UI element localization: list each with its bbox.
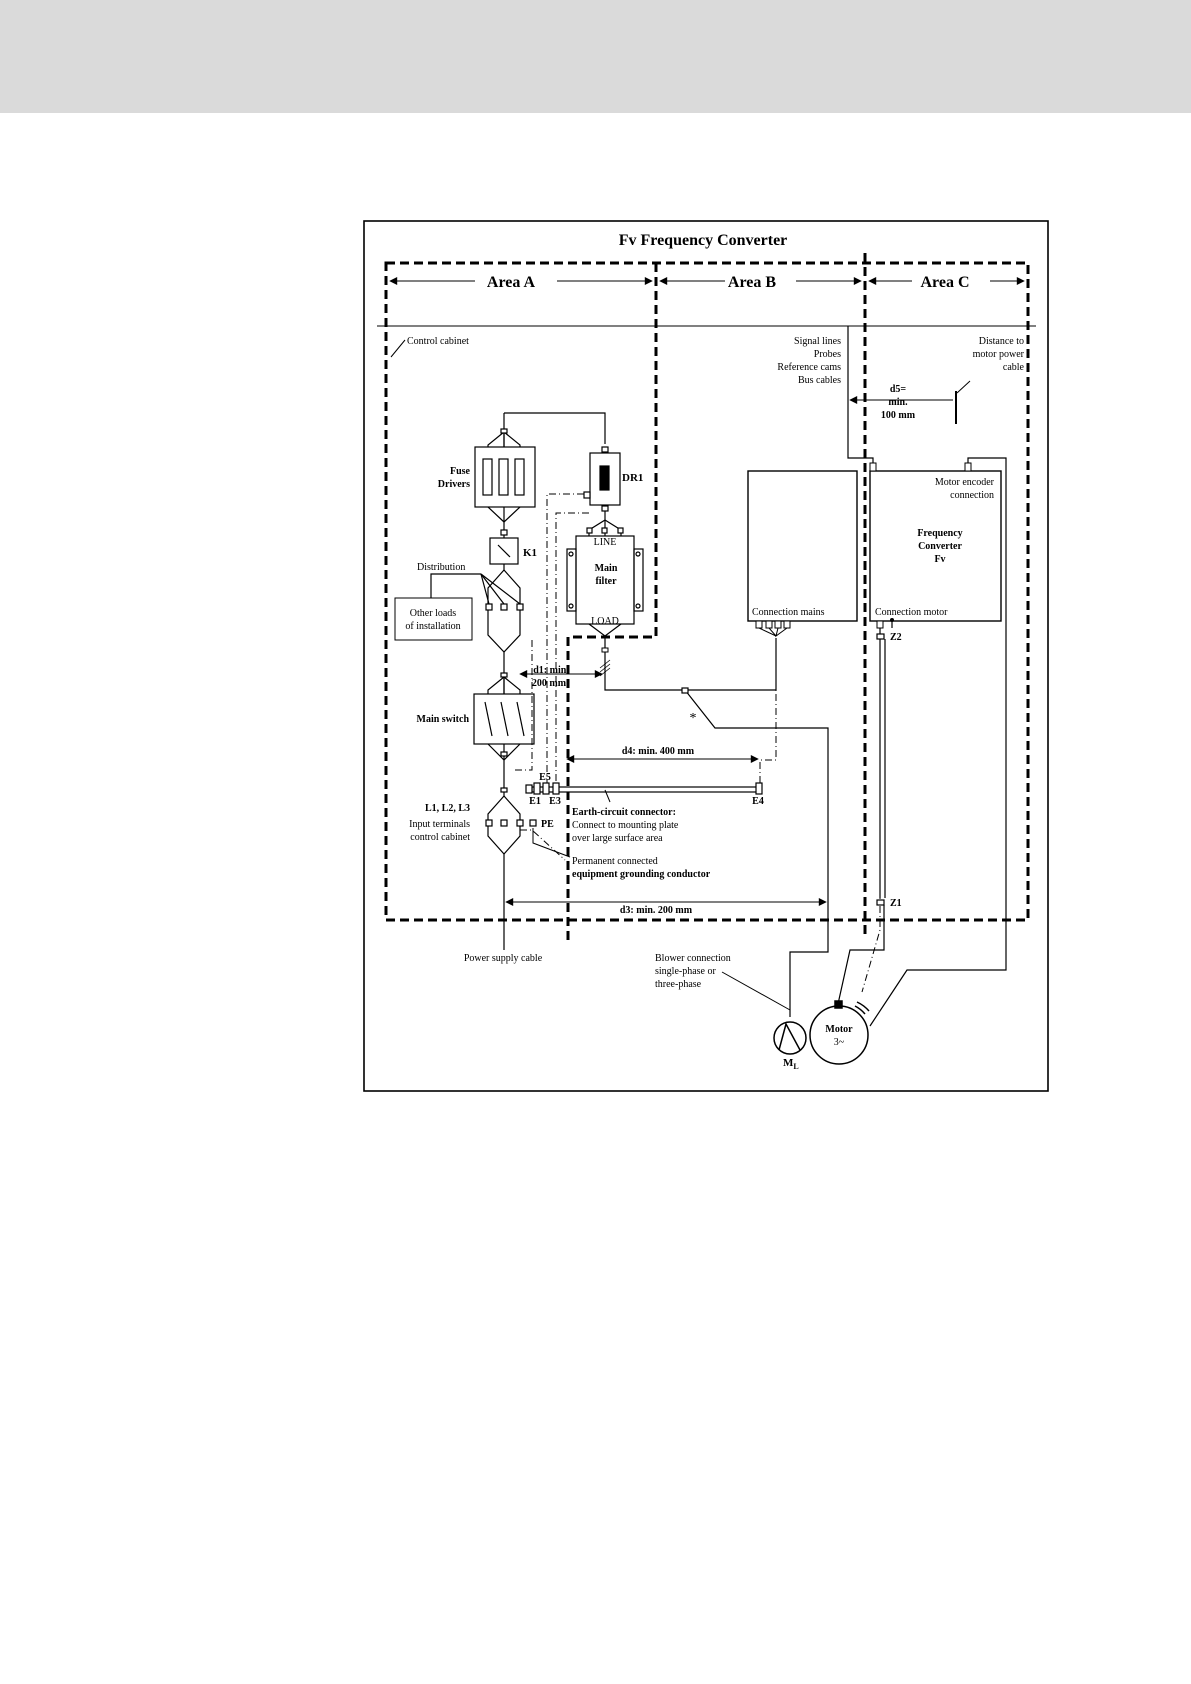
control-cabinet-label: Control cabinet: [407, 336, 469, 347]
motor: [809, 1000, 870, 1065]
diagram-title: Fv Frequency Converter: [619, 232, 788, 249]
svg-text:Main: Main: [595, 563, 618, 574]
k1-contactor: [489, 529, 519, 565]
svg-text:Frequency: Frequency: [917, 528, 962, 539]
distance-motor-cable-label: Distance to motor power cable: [973, 336, 1025, 373]
main-filter: [566, 511, 644, 637]
d4-label: d4: min. 400 mm: [622, 746, 695, 757]
motor-label: Motor: [825, 1024, 853, 1035]
svg-text:Motor encoder: Motor encoder: [935, 477, 995, 488]
connection-motor-label: Connection motor: [875, 607, 948, 618]
svg-text:Converter: Converter: [918, 541, 962, 552]
fuse-drivers-label: Fuse Drivers: [438, 466, 471, 490]
other-loads-label: Other loads of installation: [405, 608, 460, 632]
svg-text:Bus cables: Bus cables: [798, 375, 841, 386]
fuse-drivers: [474, 428, 536, 523]
svg-text:d1: min.: d1: min.: [533, 665, 569, 676]
k1-label: K1: [523, 547, 537, 559]
earth-connector-label: Earth-circuit connector: Connect to moun…: [572, 807, 679, 844]
pe-label: PE: [541, 819, 554, 830]
svg-text:min.: min.: [888, 397, 908, 408]
page-header-band: [0, 0, 1191, 113]
d3-label: d3: min. 200 mm: [620, 905, 693, 916]
e4-label: E4: [752, 796, 764, 807]
earth-dashdot: [514, 493, 881, 993]
svg-text:cable: cable: [1003, 362, 1025, 373]
svg-text:motor power: motor power: [973, 349, 1025, 360]
area-a-label: Area A: [487, 274, 536, 291]
main-filter-label: Main filter: [595, 563, 618, 587]
blower-label: Blower connection single-phase or three-…: [655, 953, 731, 990]
svg-text:Blower connection: Blower connection: [655, 953, 731, 964]
frequency-converter-box: [869, 470, 1002, 622]
star-marker: *: [690, 711, 697, 726]
svg-text:Fv: Fv: [934, 554, 945, 565]
input-terminals-label: Input terminals control cabinet: [409, 819, 470, 843]
svg-text:Probes: Probes: [814, 349, 841, 360]
motor-encoder-label: Motor encoder connection: [935, 477, 995, 501]
svg-text:Other loads: Other loads: [410, 608, 456, 619]
connection-mains-label: Connection mains: [752, 607, 825, 618]
svg-text:control cabinet: control cabinet: [410, 832, 470, 843]
svg-text:single-phase or: single-phase or: [655, 966, 716, 977]
diagram-frame: [363, 220, 1049, 1092]
encoder-cable: [869, 457, 1007, 1027]
svg-text:of installation: of installation: [405, 621, 460, 632]
area-b-label: Area B: [728, 274, 776, 291]
area-boundaries: [384, 253, 1030, 940]
svg-text:three-phase: three-phase: [655, 979, 702, 990]
distribution-block: [430, 569, 524, 653]
svg-text:equipment grounding conductor: equipment grounding conductor: [572, 869, 711, 880]
signal-wire: [847, 326, 874, 467]
d5-label: d5= min. 100 mm: [881, 384, 916, 421]
main-switch-label: Main switch: [417, 714, 470, 725]
svg-text:Permanent connected: Permanent connected: [572, 856, 658, 867]
distribution-label: Distribution: [417, 562, 465, 573]
e3-label: E3: [549, 796, 561, 807]
z2-label: Z2: [890, 632, 902, 643]
input-terminals: [485, 787, 537, 855]
z1-label: Z1: [890, 898, 902, 909]
svg-text:Earth-circuit connector:: Earth-circuit connector:: [572, 807, 676, 818]
svg-text:Connect to mounting plate: Connect to mounting plate: [572, 820, 679, 831]
svg-text:over large surface area: over large surface area: [572, 833, 663, 844]
load-label: LOAD: [591, 616, 619, 627]
connection-mains-box: [747, 470, 858, 622]
line-label: LINE: [594, 537, 617, 548]
motor-cable: [837, 620, 893, 1005]
svg-text:Reference cams: Reference cams: [777, 362, 841, 373]
frequency-converter-label: Frequency Converter Fv: [917, 528, 962, 565]
svg-text:Distance to: Distance to: [979, 336, 1024, 347]
motor-phase-label: 3~: [834, 1037, 845, 1048]
e5-label: E5: [539, 772, 551, 783]
svg-text:Fuse: Fuse: [450, 466, 471, 477]
svg-text:connection: connection: [950, 490, 994, 501]
svg-text:filter: filter: [595, 576, 617, 587]
earth-bar: [525, 782, 763, 795]
svg-text:Input terminals: Input terminals: [409, 819, 470, 830]
e1-label: E1: [529, 796, 541, 807]
svg-text:Signal lines: Signal lines: [794, 336, 841, 347]
blower-fan: [773, 1021, 807, 1055]
svg-text:d5=: d5=: [890, 384, 907, 395]
grounding-label: Permanent connected equipment grounding …: [572, 856, 711, 880]
mains-terminals: [755, 620, 791, 638]
dr1-choke: [583, 446, 621, 512]
dr1-label: DR1: [622, 472, 643, 484]
main-switch: [473, 672, 535, 761]
signal-lines-label: Signal lines Probes Reference cams Bus c…: [777, 336, 841, 386]
svg-text:Drivers: Drivers: [438, 479, 470, 490]
d1-label: d1: min. 200 mm: [532, 665, 569, 689]
area-c-label: Area C: [920, 274, 969, 291]
blower-ml-label: ML: [783, 1057, 799, 1071]
l123-label: L1, L2, L3: [425, 803, 470, 814]
svg-text:200 mm: 200 mm: [532, 678, 567, 689]
power-supply-label: Power supply cable: [464, 953, 543, 964]
other-loads-box: [394, 597, 473, 641]
svg-text:100 mm: 100 mm: [881, 410, 916, 421]
